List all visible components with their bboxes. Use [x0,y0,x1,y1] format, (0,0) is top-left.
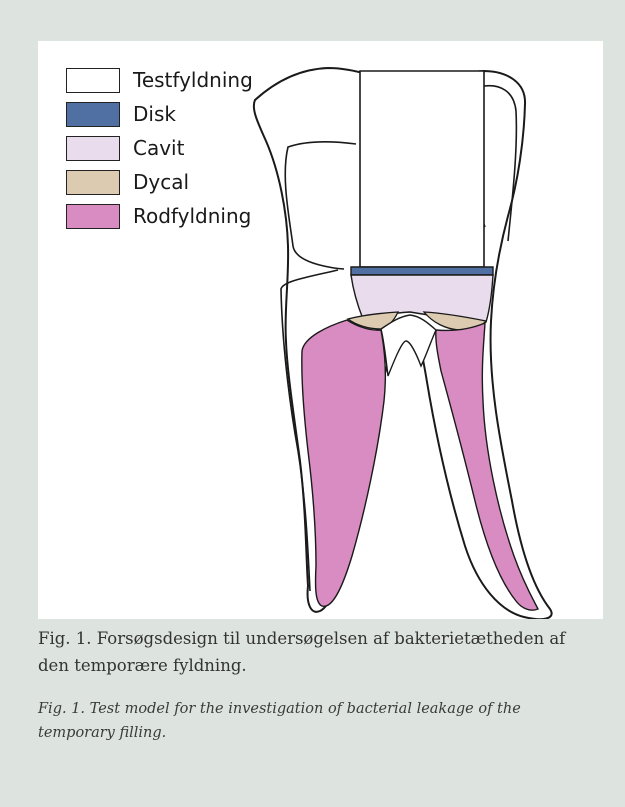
legend-item-cavit: Cavit [66,131,253,165]
legend-swatch-dycal [66,170,120,195]
disk-layer [351,267,493,275]
legend-item-disk: Disk [66,97,253,131]
legend-item-rodfyldning: Rodfyldning [66,199,253,233]
caption-english: Fig. 1. Test model for the investigation… [38,697,593,745]
legend-swatch-rodfyldning [66,204,120,229]
legend: Testfyldning Disk Cavit Dycal Rodfyldnin… [66,63,253,233]
legend-label-testfyldning: Testfyldning [133,70,253,90]
figure-panel: Testfyldning Disk Cavit Dycal Rodfyldnin… [38,41,603,619]
legend-swatch-cavit [66,136,120,161]
legend-item-testfyldning: Testfyldning [66,63,253,97]
test-filling [360,71,484,267]
legend-label-dycal: Dycal [133,172,189,192]
legend-label-rodfyldning: Rodfyldning [133,206,251,226]
legend-label-cavit: Cavit [133,138,184,158]
caption-danish: Fig. 1. Forsøgsdesign til undersøgelsen … [38,625,593,679]
legend-label-disk: Disk [133,104,176,124]
legend-swatch-testfyldning [66,68,120,93]
legend-item-dycal: Dycal [66,165,253,199]
legend-swatch-disk [66,102,120,127]
